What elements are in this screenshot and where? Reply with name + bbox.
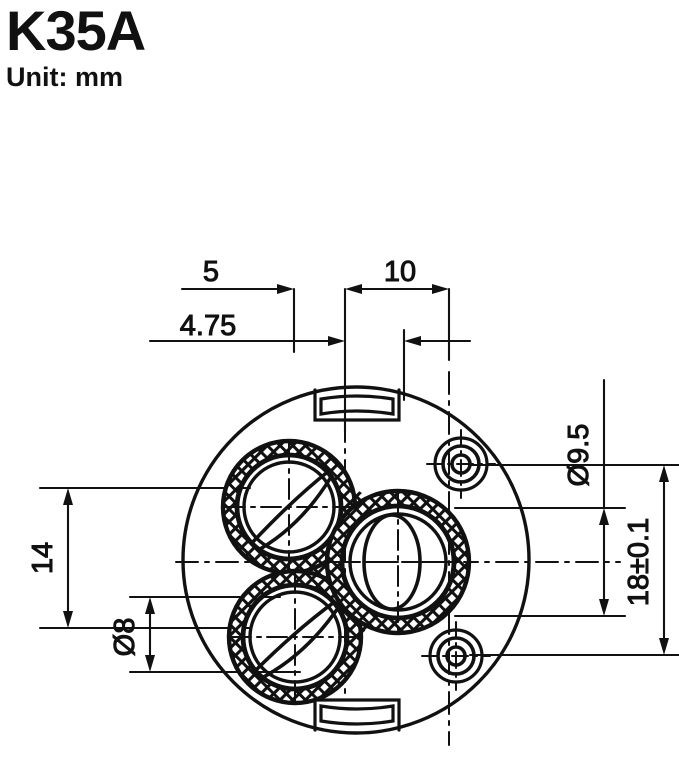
screw-boss-upper-right bbox=[426, 429, 496, 499]
port-cr-crosshair bbox=[329, 493, 467, 631]
screw-boss-lower-right bbox=[421, 621, 491, 691]
